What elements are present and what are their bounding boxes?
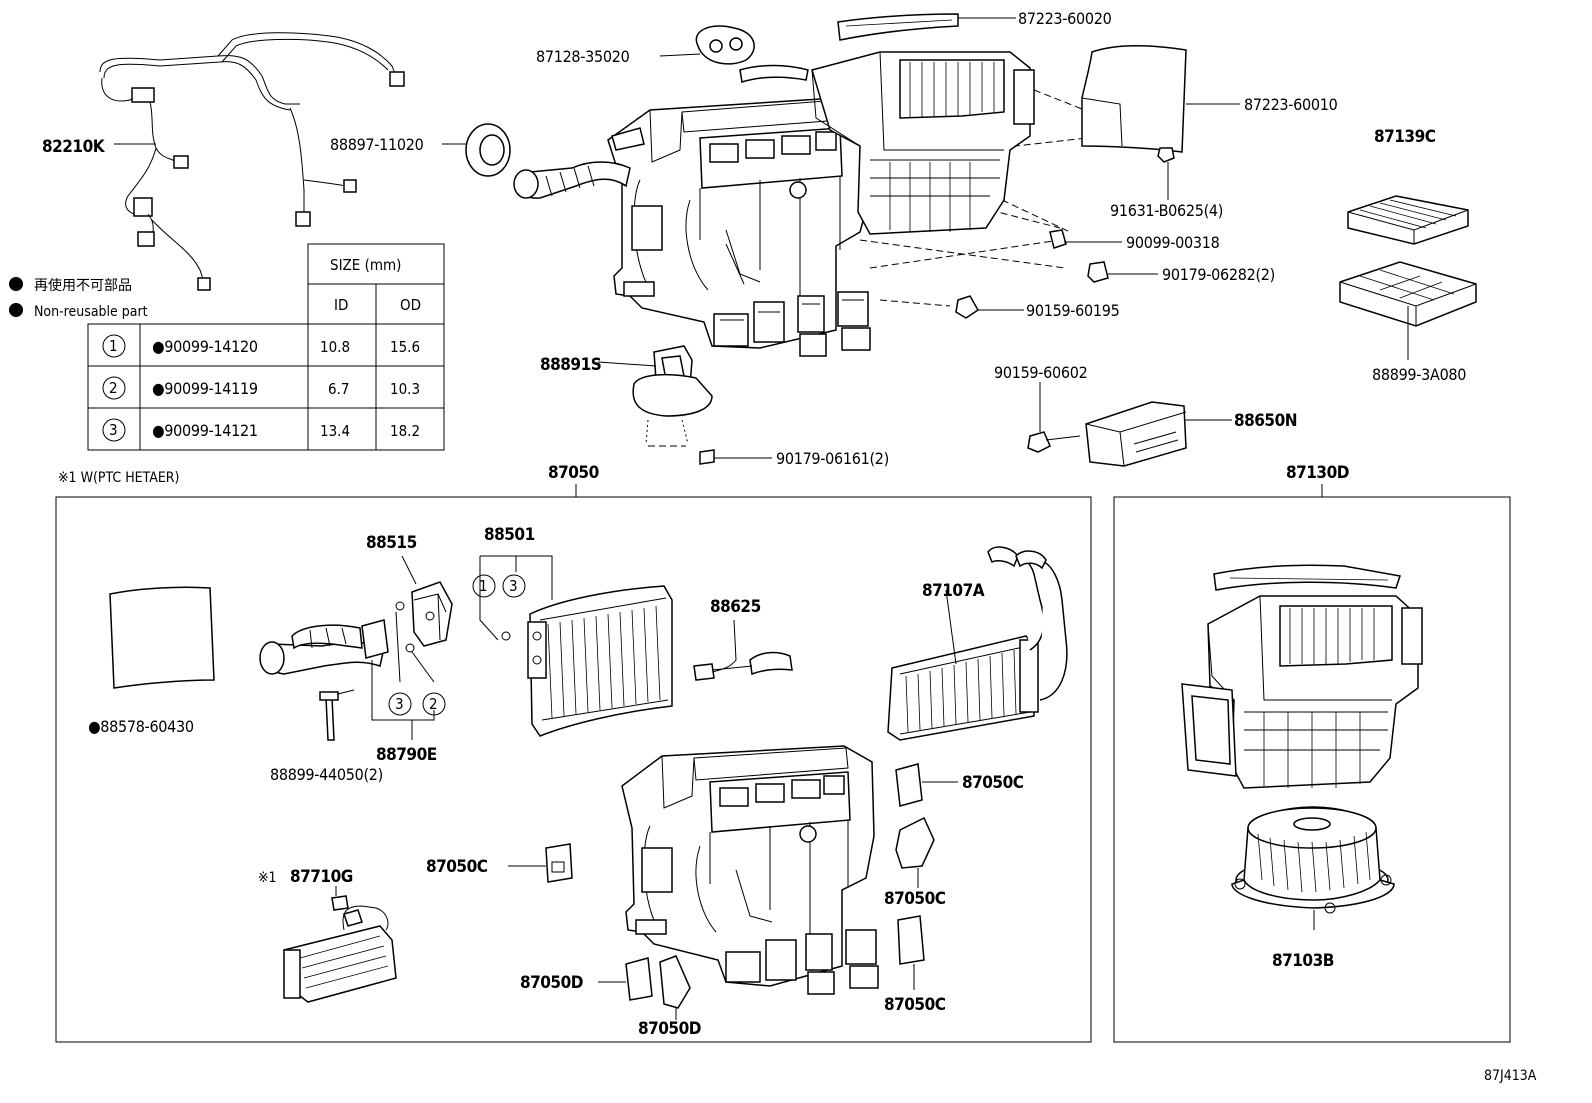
label-87223-60010[interactable]: 87223-60010 [1244, 95, 1338, 114]
evaporator-88501-drawing[interactable] [472, 555, 673, 737]
diagram-code: 87J413A [1484, 1068, 1537, 1084]
filter-87139c-drawing[interactable] [1339, 195, 1477, 327]
table-row-id: 10.8 [320, 338, 350, 356]
label-87710g-mark: ※1 [258, 870, 277, 886]
label-88625[interactable]: 88625 [710, 597, 761, 617]
legend-non-reusable-jp: 再使用不可部品 [34, 277, 132, 294]
table-size-header: SIZE (mm) [330, 256, 401, 274]
label-87710g[interactable]: 87710G [290, 867, 353, 887]
ac-unit-assembly-top[interactable] [465, 13, 1187, 357]
thermistor-88625-drawing[interactable] [693, 619, 793, 681]
callout-3: 3 [509, 577, 518, 595]
frame-87050 [55, 496, 1092, 1043]
label-88650n[interactable]: 88650N [1234, 411, 1298, 431]
table-col-id: ID [334, 296, 348, 314]
heater-core-87107a-drawing[interactable] [887, 546, 1068, 741]
label-87050d-a[interactable]: 87050D [520, 973, 583, 993]
label-87103b[interactable]: 87103B [1272, 951, 1334, 971]
label-87050c-c[interactable]: 87050C [884, 889, 946, 909]
label-87130d[interactable]: 87130D [1286, 463, 1349, 483]
ac-case-lower-drawing[interactable] [621, 745, 879, 995]
table-row-od: 10.3 [390, 380, 420, 398]
label-88515[interactable]: 88515 [366, 533, 417, 553]
table-row-part[interactable]: ●90099-14119 [152, 379, 258, 398]
label-87050c-d[interactable]: 87050C [884, 995, 946, 1015]
label-88578-60430[interactable]: ●88578-60430 [88, 717, 194, 736]
label-88790e[interactable]: 88790E [376, 745, 437, 765]
table-row-idx: 2 [109, 379, 118, 397]
label-88899-3a080[interactable]: 88899-3A080 [1372, 365, 1467, 384]
table-col-od: OD [400, 296, 421, 314]
label-88899-44050[interactable]: 88899-44050(2) [270, 765, 383, 784]
label-90179-06161[interactable]: 90179-06161(2) [776, 449, 889, 468]
pipe-88790e-drawing[interactable] [259, 601, 435, 741]
table-row-id: 13.4 [320, 422, 350, 440]
table-row-idx: 1 [109, 337, 118, 355]
seals-87050c-87050d-drawing[interactable] [508, 763, 958, 1020]
callout-2-b: 2 [429, 695, 438, 713]
label-87050d-b[interactable]: 87050D [638, 1019, 701, 1039]
table-row-od: 18.2 [390, 422, 420, 440]
label-87223-60020[interactable]: 87223-60020 [1018, 9, 1112, 28]
label-87139c[interactable]: 87139C [1374, 127, 1436, 147]
wire-harness-82210k-drawing[interactable] [99, 32, 405, 291]
table-row-id: 6.7 [328, 380, 349, 398]
label-87050c-b[interactable]: 87050C [426, 857, 488, 877]
leader-lines [114, 17, 1409, 459]
label-87128-35020[interactable]: 87128-35020 [536, 47, 630, 66]
label-90159-60195[interactable]: 90159-60195 [1026, 301, 1120, 320]
filter-sheet-88578-drawing[interactable] [109, 586, 215, 689]
label-91631-b0625[interactable]: 91631-B0625(4) [1110, 201, 1223, 220]
frame-87130d [1113, 496, 1511, 1043]
size-table [87, 243, 445, 451]
label-87050[interactable]: 87050 [548, 463, 599, 483]
label-90099-00318[interactable]: 90099-00318 [1126, 233, 1220, 252]
actuator-88891s-drawing[interactable] [632, 345, 715, 465]
label-82210k[interactable]: 82210K [42, 137, 106, 157]
blower-motor-87103b-drawing[interactable] [1231, 806, 1395, 930]
label-88897-11020[interactable]: 88897-11020 [330, 135, 424, 154]
table-row-idx: 3 [109, 421, 118, 439]
legend-non-reusable-en: Non-reusable part [34, 304, 148, 320]
expansion-valve-88515-drawing[interactable] [401, 555, 453, 647]
ptc-heater-87710g-drawing[interactable] [283, 886, 397, 1003]
callout-3-b: 3 [395, 695, 404, 713]
amplifier-88650n-drawing[interactable] [1027, 401, 1187, 467]
label-87107a[interactable]: 87107A [922, 581, 985, 601]
table-row-part[interactable]: ●90099-14120 [152, 337, 258, 356]
callout-1: 1 [479, 577, 488, 595]
label-87050c-a[interactable]: 87050C [962, 773, 1024, 793]
table-row-od: 15.6 [390, 338, 420, 356]
label-90179-06282[interactable]: 90179-06282(2) [1162, 265, 1275, 284]
note-ptc-heater: ※1 W(PTC HETAER) [58, 470, 179, 486]
labels: 82210K 88897-11020 87128-35020 87223-600… [9, 9, 1537, 1084]
blower-case-87130d-drawing[interactable] [1181, 564, 1423, 789]
table-row-part[interactable]: ●90099-14121 [152, 421, 258, 440]
label-88501[interactable]: 88501 [484, 525, 535, 545]
label-90159-60602[interactable]: 90159-60602 [994, 363, 1088, 382]
label-88891s[interactable]: 88891S [540, 355, 602, 375]
